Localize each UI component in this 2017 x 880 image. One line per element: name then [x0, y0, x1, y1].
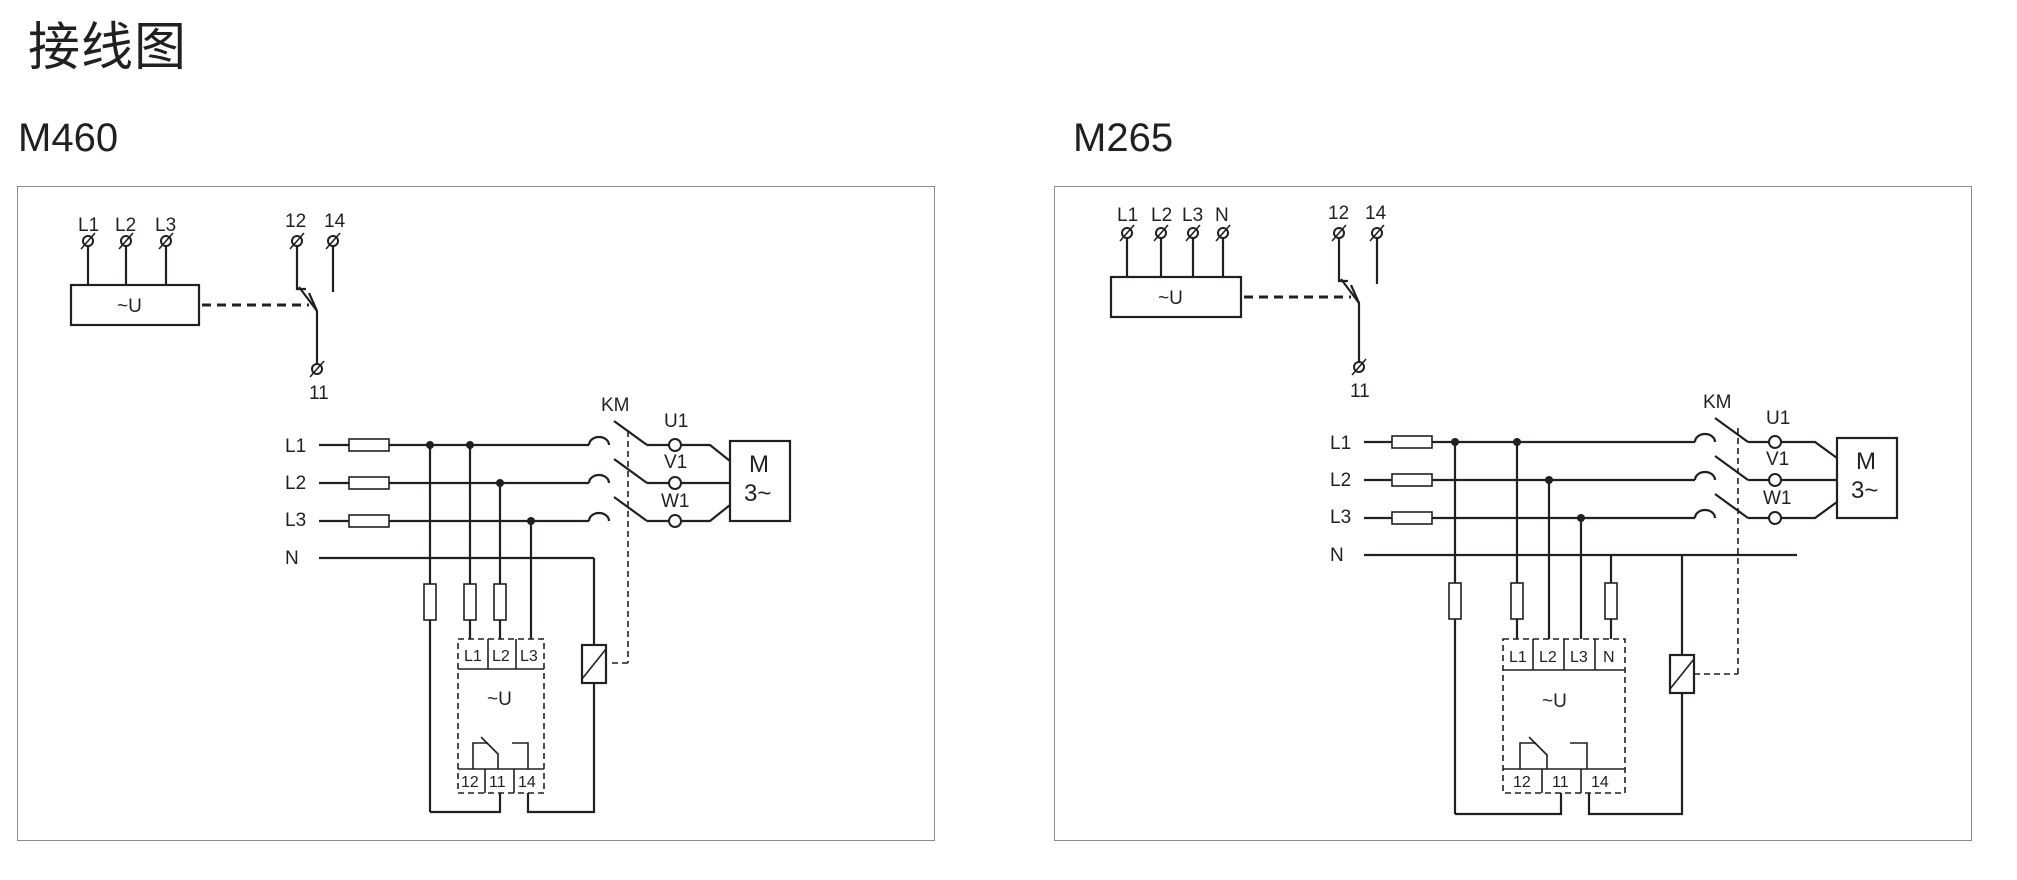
module-label: ~U — [1158, 288, 1183, 309]
phase-label: L3 — [1330, 507, 1351, 528]
relay-terminal-nc-label: 12 — [285, 211, 306, 232]
module-input-label: L2 — [492, 648, 510, 665]
module-output-label: 11 — [1552, 774, 1569, 791]
module-output-label: 14 — [1591, 774, 1609, 791]
diagram-m265: L1 L2 L3 N ~U 12 14 11 L1 L2 L3 N KM U1 … — [1054, 186, 1972, 841]
relay-terminal-common-label: 11 — [309, 383, 329, 404]
module-output-label: 14 — [518, 774, 536, 791]
phase-label: L1 — [1330, 433, 1351, 454]
supply-terminal-label: L3 — [155, 215, 176, 236]
relay-common-arm — [307, 292, 319, 365]
wiring-diagram-m265: L1 L2 L3 N ~U 12 14 11 L1 L2 L3 N KM U1 … — [1109, 203, 1899, 816]
motor-label-line2: 3~ — [1851, 477, 1878, 504]
motor-terminal-label: U1 — [1766, 408, 1790, 429]
supply-terminal-label: N — [1215, 205, 1229, 226]
fuse — [423, 583, 437, 621]
motor-icon — [1835, 436, 1899, 520]
fuse — [348, 438, 390, 452]
module-input-label: L1 — [1509, 649, 1527, 666]
contactor-label: KM — [1703, 392, 1732, 413]
supply-terminal-label: L1 — [78, 215, 99, 236]
phase-label: L3 — [285, 510, 306, 531]
screw-terminal-icon — [80, 232, 96, 250]
phase-label: N — [285, 548, 299, 569]
module-label: ~U — [117, 296, 142, 317]
fuse — [1391, 473, 1433, 487]
terminal-ring-icon — [1768, 435, 1782, 449]
motor-terminal-label: V1 — [1766, 449, 1789, 470]
screw-terminal-icon — [1331, 224, 1347, 242]
diagram-title-m460: M460 — [18, 116, 119, 160]
monitor-module-block — [69, 283, 201, 327]
relay-nc-contact — [295, 246, 306, 291]
fuse — [1448, 582, 1462, 620]
terminal-ring-icon — [668, 438, 682, 452]
terminal-ring-icon — [1768, 473, 1782, 487]
motor-icon — [728, 439, 792, 523]
phase-label: N — [1330, 545, 1344, 566]
module-input-label: L1 — [464, 648, 482, 665]
phase-label: L1 — [285, 436, 306, 457]
fuse — [1391, 435, 1433, 449]
motor-label-line1: M — [1856, 448, 1876, 475]
supply-terminals: L1 L2 L3 N — [1117, 205, 1231, 277]
screw-terminal-icon — [1351, 358, 1367, 376]
supply-terminal-label: L1 — [1117, 205, 1138, 226]
module-label: ~U — [487, 689, 512, 710]
diagram-title-m265: M265 — [1073, 116, 1174, 160]
module-input-label: L2 — [1539, 649, 1557, 666]
supply-terminal-label: L3 — [1182, 205, 1203, 226]
motor-label-line1: M — [749, 451, 769, 478]
module-label: ~U — [1542, 691, 1567, 712]
fuse — [1604, 582, 1618, 620]
diagram-m460: L1 L2 L3 ~U 12 14 11 L1 L2 L3 N KM U1 V1… — [17, 186, 935, 841]
fuse — [348, 514, 390, 528]
monitor-module-block — [1109, 275, 1243, 319]
motor-terminal-label: W1 — [1763, 488, 1792, 509]
module-output-label: 12 — [1513, 774, 1531, 791]
module-output-label: 11 — [489, 774, 506, 791]
relay-terminal-nc-label: 12 — [1328, 203, 1349, 224]
module-input-label: L3 — [520, 648, 538, 665]
relay-terminal-no-label: 14 — [324, 211, 346, 232]
fuse — [1391, 511, 1433, 525]
terminal-ring-icon — [1768, 511, 1782, 525]
motor-label-line2: 3~ — [744, 480, 771, 507]
fuse — [1510, 582, 1524, 620]
motor-terminal-label: W1 — [661, 491, 690, 512]
relay-terminal-common-label: 11 — [1350, 381, 1370, 402]
page-title: 接线图 — [28, 18, 188, 78]
contactor-label: KM — [601, 395, 630, 416]
terminal-ring-icon — [668, 514, 682, 528]
fuse — [348, 476, 390, 490]
screw-terminal-icon — [309, 360, 325, 378]
screw-terminal-icon — [158, 232, 174, 250]
module-input-label: L3 — [1570, 649, 1588, 666]
fuse — [493, 583, 507, 621]
fuse — [463, 583, 477, 621]
supply-terminal-label: L2 — [1151, 205, 1172, 226]
wiring-diagram-m460: L1 L2 L3 ~U 12 14 11 L1 L2 L3 N KM U1 V1… — [69, 211, 792, 814]
motor-terminal-label: U1 — [664, 411, 688, 432]
module-input-label: N — [1603, 649, 1615, 666]
supply-terminals: L1 L2 L3 — [78, 215, 176, 285]
phase-label: L2 — [285, 473, 306, 494]
relay-terminal-no-label: 14 — [1365, 203, 1387, 224]
motor-terminal-label: V1 — [664, 452, 687, 473]
relay-nc-contact — [1337, 238, 1348, 283]
terminal-ring-icon — [668, 476, 682, 490]
supply-terminal-label: L2 — [115, 215, 136, 236]
phase-label: L2 — [1330, 470, 1351, 491]
module-output-label: 12 — [461, 774, 479, 791]
screw-terminal-icon — [118, 232, 134, 250]
